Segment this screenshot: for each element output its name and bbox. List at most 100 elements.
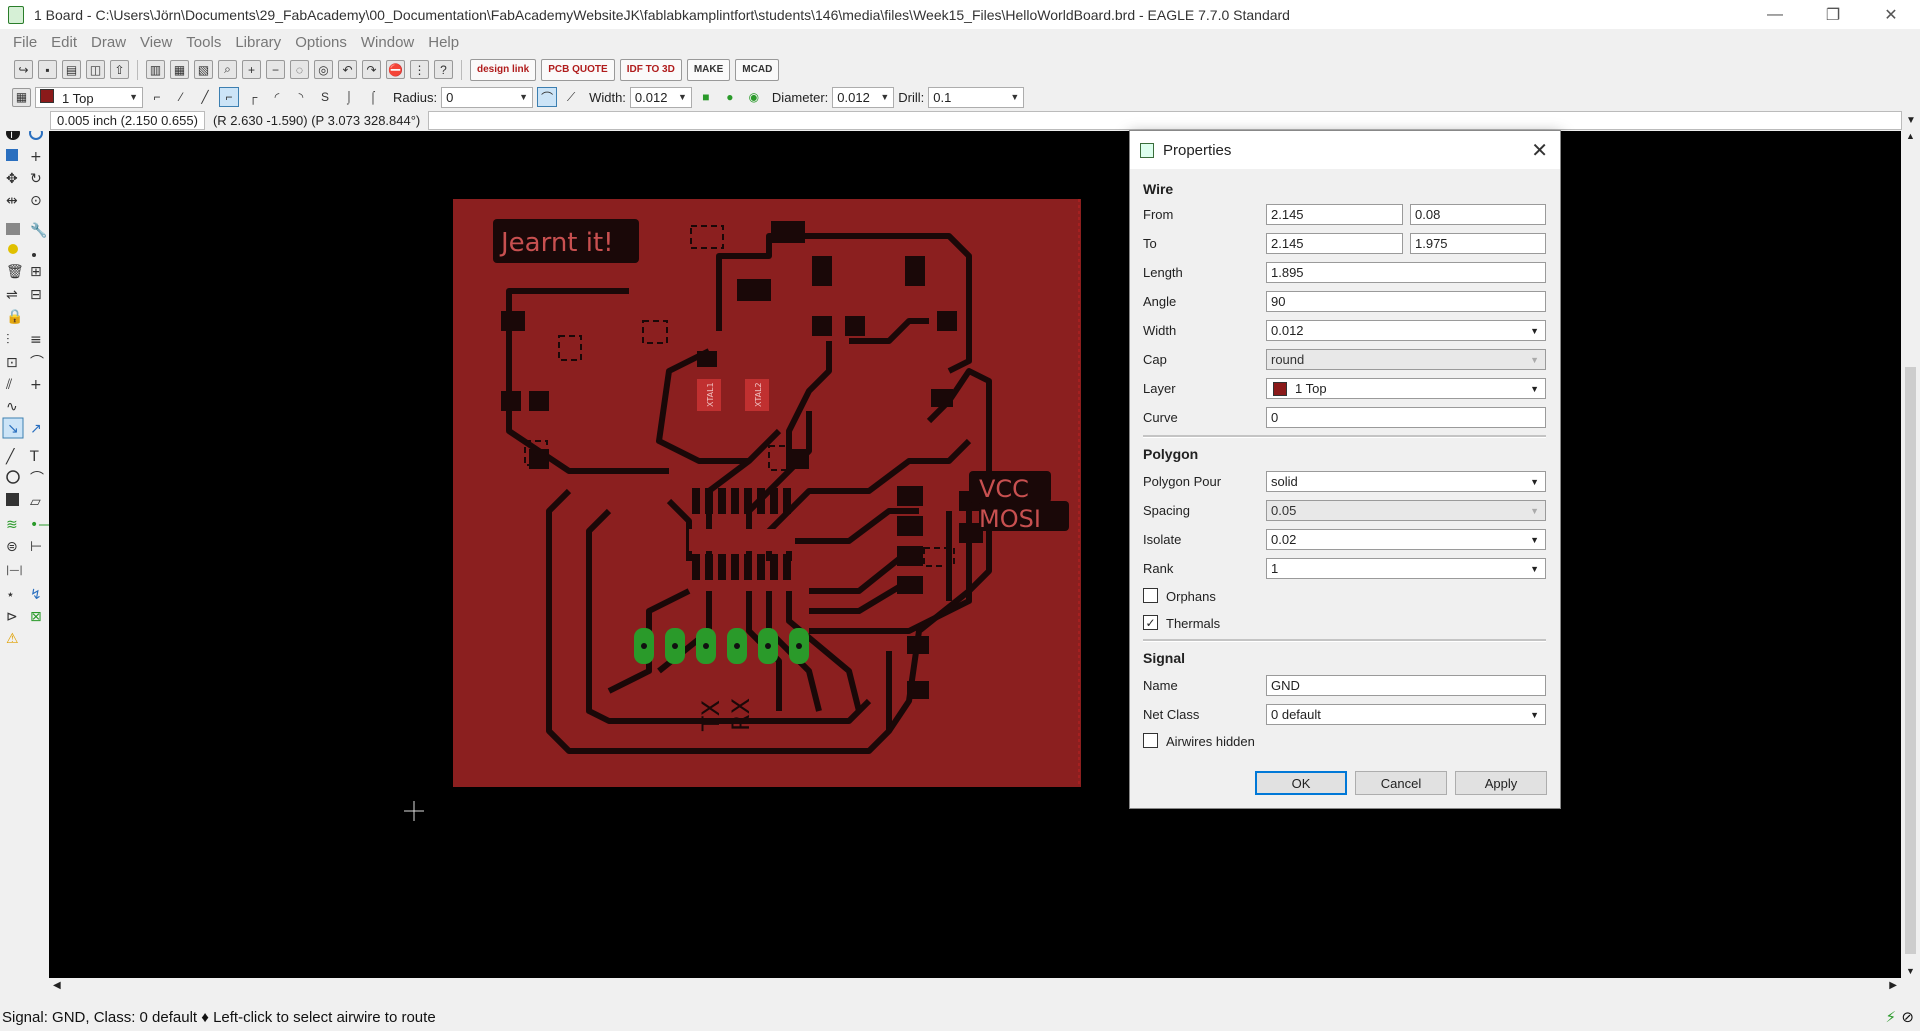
library-icon[interactable]: ▥ (146, 60, 165, 79)
angle-field[interactable]: 90 (1266, 291, 1546, 312)
menu-edit[interactable]: Edit (51, 33, 78, 51)
layer-select[interactable]: 1 Top ▼ (1266, 378, 1546, 399)
menu-view[interactable]: View (140, 33, 173, 51)
horizontal-scrollbar[interactable]: ◀ ▶ (49, 978, 1901, 997)
zoom-out-icon[interactable]: − (266, 60, 285, 79)
wire-bend-3-icon[interactable]: ╱ (201, 90, 209, 104)
via-round-icon[interactable]: ● (726, 90, 734, 104)
go-icon[interactable]: ⋮ (410, 60, 429, 79)
curve-field[interactable]: 0 (1266, 407, 1546, 428)
close-icon[interactable]: ✕ (1531, 140, 1548, 162)
dashed-pad (923, 547, 955, 567)
scroll-right-icon[interactable]: ▶ (1889, 980, 1897, 991)
diameter-select[interactable]: 0.012 ▼ (832, 86, 895, 108)
close-window-button[interactable]: ✕ (1884, 6, 1898, 24)
make-button[interactable]: MAKE (686, 58, 731, 81)
cap-value: round (1271, 352, 1305, 367)
from-y-field[interactable]: 0.08 (1410, 204, 1546, 225)
menu-draw[interactable]: Draw (91, 33, 127, 51)
print-icon[interactable]: ▤ (62, 60, 81, 79)
design-link-button[interactable]: design link (470, 58, 537, 81)
polygon-pour-select[interactable]: solid ▼ (1266, 471, 1546, 492)
schematic-icon[interactable]: ▦ (170, 60, 189, 79)
tool-icons[interactable]: i + ✥ ↻ ⇹ ⊙ 🔧 🗑 ⊞ ⇌ ⊟ 🔒 ⫶ ≡ ⊡ ⌒ ⫽ + ∿ ↘ (0, 126, 52, 651)
ic-pad (705, 554, 713, 580)
zoom-select-icon[interactable]: ◎ (314, 60, 333, 79)
board-icon[interactable]: ▧ (194, 60, 213, 79)
undo-icon[interactable]: ↶ (338, 60, 357, 79)
airwires-hidden-checkbox[interactable] (1143, 733, 1158, 748)
wire-bend-2-icon[interactable]: ⁄ (179, 90, 182, 104)
menu-library[interactable]: Library (235, 33, 282, 51)
vertical-scrollbar[interactable]: ▲ ▼ (1901, 131, 1920, 978)
open-icon[interactable]: ↪ (14, 60, 33, 79)
cancel-button[interactable]: Cancel (1355, 771, 1447, 795)
vertical-scroll-thumb[interactable] (1905, 367, 1916, 954)
wire-bend-s-icon[interactable]: S (320, 90, 329, 104)
menu-help[interactable]: Help (428, 33, 460, 51)
wire-bend-arc-icon[interactable]: ◜ (274, 90, 280, 104)
wire-bend-follow2-icon[interactable]: ⌠ (369, 90, 377, 104)
minimize-button[interactable]: — (1767, 5, 1783, 23)
xtal1-pad (697, 379, 721, 411)
miter-straight-icon[interactable]: ⟋ (566, 89, 576, 104)
wire-bend-5-icon[interactable]: ┌ (248, 90, 258, 104)
miter-round-icon[interactable]: ⌒ (537, 87, 558, 107)
orphans-checkbox[interactable] (1143, 588, 1158, 603)
scroll-left-icon[interactable]: ◀ (53, 980, 61, 991)
zoom-fit-icon[interactable]: ⌕ (218, 60, 237, 79)
pcb-quote-button[interactable]: PCB QUOTE (541, 58, 615, 81)
ic-body (689, 529, 795, 551)
length-field[interactable]: 1.895 (1266, 262, 1546, 283)
wire-bend-follow-icon[interactable]: ⌡ (345, 90, 353, 104)
grid-icon[interactable]: ▦ (12, 87, 31, 107)
menu-file[interactable]: File (13, 33, 38, 51)
command-line-input[interactable] (428, 111, 1902, 130)
drill-select[interactable]: 0.1 ▼ (928, 86, 1025, 108)
menu-tools[interactable]: Tools (186, 33, 222, 51)
airwires-hidden-label: Airwires hidden (1166, 734, 1255, 749)
smd-pad (905, 256, 925, 286)
to-y-field[interactable]: 1.975 (1410, 233, 1546, 254)
wire-bend-4-icon[interactable]: ⌐ (219, 87, 239, 107)
scroll-down-icon[interactable]: ▼ (1906, 966, 1915, 976)
pcb-board-drawing[interactable]: XTAL1 XTAL2 Jearnt it! VCC MOSI TX RX (49, 131, 1901, 978)
scroll-up-icon[interactable]: ▲ (1906, 131, 1915, 141)
via-octagon-icon[interactable]: ◉ (748, 90, 760, 104)
signal-name-field[interactable]: GND (1266, 675, 1546, 696)
isolate-select[interactable]: 0.02 ▼ (1266, 529, 1546, 550)
menu-options[interactable]: Options (295, 33, 347, 51)
zoom-in-icon[interactable]: + (242, 60, 261, 79)
from-x-field[interactable]: 2.145 (1266, 204, 1403, 225)
maximize-button[interactable]: ❐ (1825, 6, 1841, 24)
cam-icon[interactable]: ◫ (86, 60, 105, 79)
stop-icon[interactable]: ⛔ (386, 60, 405, 79)
dashed-pad (524, 440, 548, 466)
display-icon (6, 149, 18, 161)
apply-button[interactable]: Apply (1455, 771, 1547, 795)
layer-select[interactable]: 1 Top ▼ (35, 86, 143, 108)
command-history-chevron-icon[interactable]: ▼ (1906, 115, 1916, 126)
to-x-field[interactable]: 2.145 (1266, 233, 1403, 254)
ok-button[interactable]: OK (1255, 771, 1347, 795)
redo-icon[interactable]: ↷ (362, 60, 381, 79)
redraw-icon[interactable]: ◌ (290, 60, 309, 79)
rank-select[interactable]: 1 ▼ (1266, 558, 1546, 579)
help-icon[interactable]: ? (434, 60, 453, 79)
radius-select[interactable]: 0 ▼ (441, 86, 534, 108)
thermals-checkbox[interactable]: ✓ (1143, 615, 1158, 630)
net-class-select[interactable]: 0 default ▼ (1266, 704, 1546, 725)
mcad-button[interactable]: MCAD (735, 58, 780, 81)
wire-bend-1-icon[interactable]: ⌐ (153, 90, 161, 104)
upload-icon[interactable]: ⇧ (110, 60, 129, 79)
via-square-icon[interactable]: ■ (702, 90, 710, 104)
idf-to-3d-button[interactable]: IDF TO 3D (619, 58, 682, 81)
width-select[interactable]: 0.012 ▼ (629, 86, 692, 108)
menu-window[interactable]: Window (360, 33, 415, 51)
width-select[interactable]: 0.012 ▼ (1266, 320, 1546, 341)
board-canvas[interactable]: XTAL1 XTAL2 Jearnt it! VCC MOSI TX RX (49, 131, 1901, 978)
wire-bend-arc2-icon[interactable]: ◝ (298, 90, 304, 104)
ic-pad (718, 488, 726, 514)
save-icon[interactable]: ▪ (38, 60, 57, 79)
smd-pad (771, 221, 805, 243)
